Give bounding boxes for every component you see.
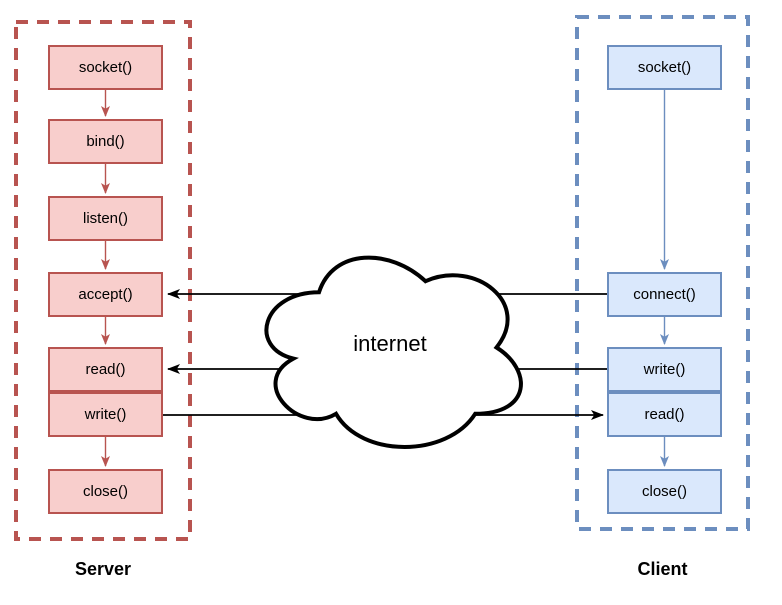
- client-box-close: close(): [607, 469, 722, 514]
- server-box-listen: listen(): [48, 196, 163, 241]
- client-box-write: write(): [607, 347, 722, 392]
- server-box-bind: bind(): [48, 119, 163, 164]
- client-box-socket: socket(): [607, 45, 722, 90]
- server-box-accept: accept(): [48, 272, 163, 317]
- client-box-read: read(): [607, 392, 722, 437]
- server-box-write: write(): [48, 392, 163, 437]
- server-box-read: read(): [48, 347, 163, 392]
- server-box-close: close(): [48, 469, 163, 514]
- client-label: Client: [637, 559, 688, 579]
- client-box-connect: connect(): [607, 272, 722, 317]
- server-label: Server: [74, 559, 132, 579]
- internet-label: internet: [353, 331, 427, 356]
- server-box-socket: socket(): [48, 45, 163, 90]
